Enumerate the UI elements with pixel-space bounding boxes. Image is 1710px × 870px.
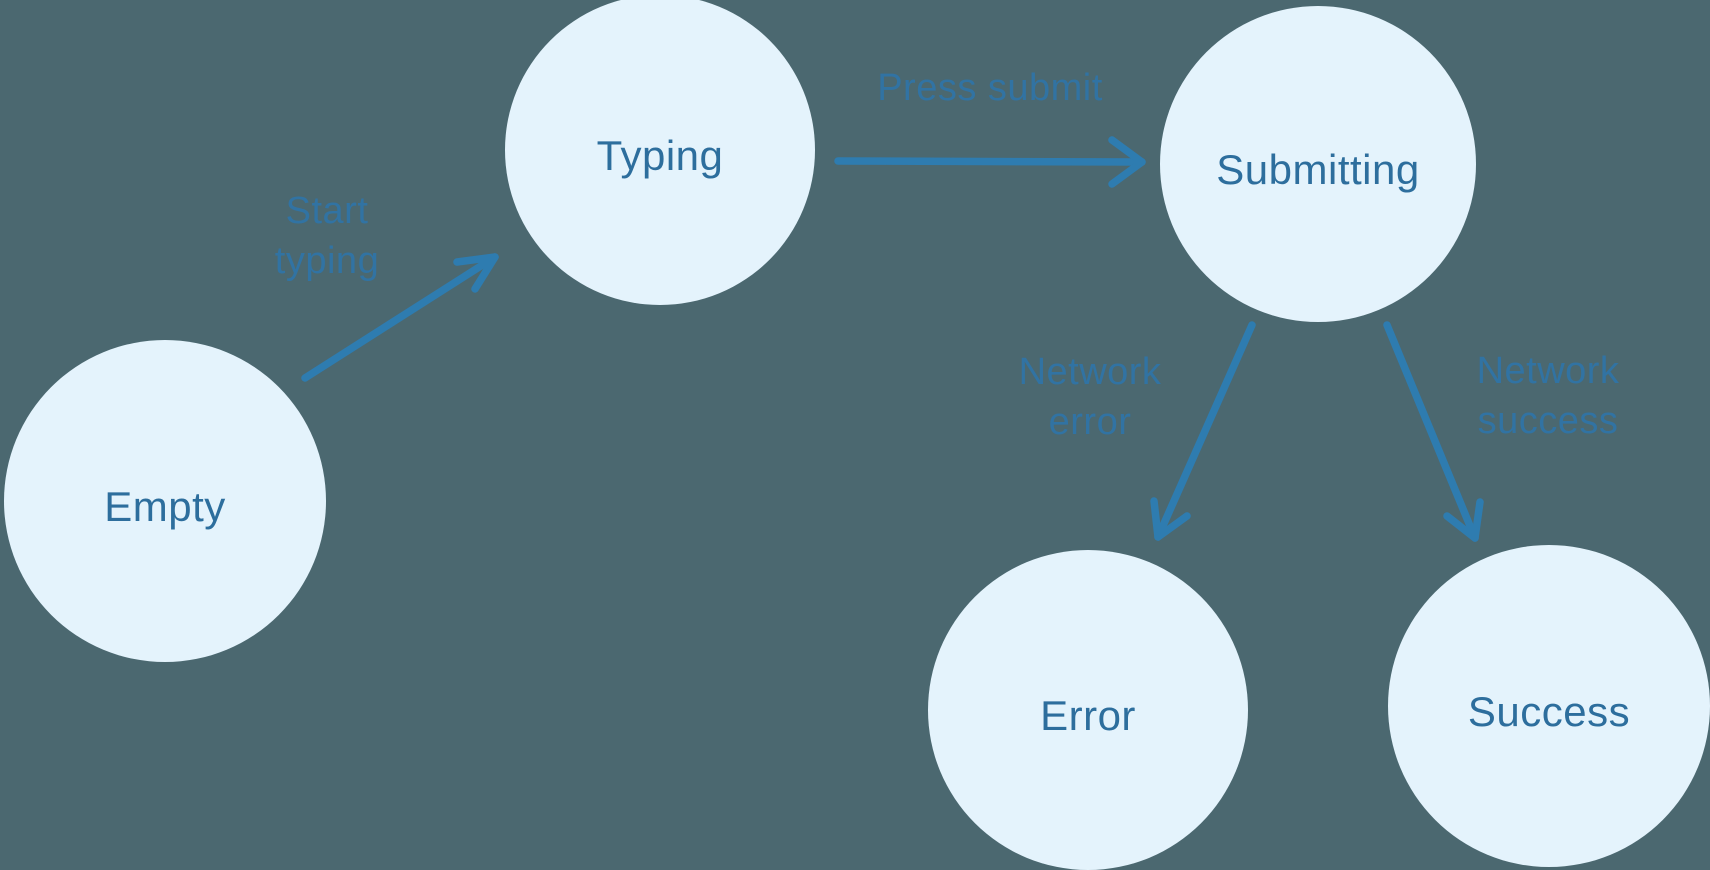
state-node-submitting-label: Submitting xyxy=(1216,146,1420,193)
edge-label-start-typing: Start typing xyxy=(274,190,380,282)
edge-empty-to-typing xyxy=(301,253,499,382)
edge-typing-to-submitting xyxy=(834,136,1146,188)
state-node-success-label: Success xyxy=(1467,688,1631,735)
edge-submitting-to-error-arrowhead-icon xyxy=(1150,497,1191,541)
state-node-success: Success xyxy=(1388,545,1710,867)
edge-typing-to-submitting-arrowhead-icon xyxy=(1108,136,1146,188)
edge-empty-to-typing-line xyxy=(301,253,499,382)
edge-submitting-to-success-line xyxy=(1383,321,1479,542)
edge-submitting-to-error xyxy=(1150,321,1256,541)
edge-submitting-to-success xyxy=(1383,321,1484,542)
edge-label-network-success: Network success xyxy=(1476,350,1620,442)
state-node-empty-label: Empty xyxy=(104,483,226,530)
edge-typing-to-submitting-line xyxy=(834,157,1146,166)
state-node-typing-label: Typing xyxy=(596,132,724,179)
state-node-error: Error xyxy=(928,550,1248,870)
edge-submitting-to-success-arrowhead-icon xyxy=(1443,498,1484,542)
state-node-typing: Typing xyxy=(505,0,815,305)
edge-empty-to-typing-arrowhead-icon xyxy=(453,253,499,293)
state-node-error-label: Error xyxy=(1040,692,1136,739)
edge-label-network-error: Network error xyxy=(1018,351,1162,443)
edge-submitting-to-error-line xyxy=(1154,321,1256,541)
state-node-submitting: Submitting xyxy=(1160,6,1476,322)
edge-label-press-submit: Press submit xyxy=(877,67,1103,109)
state-node-empty: Empty xyxy=(4,340,326,662)
